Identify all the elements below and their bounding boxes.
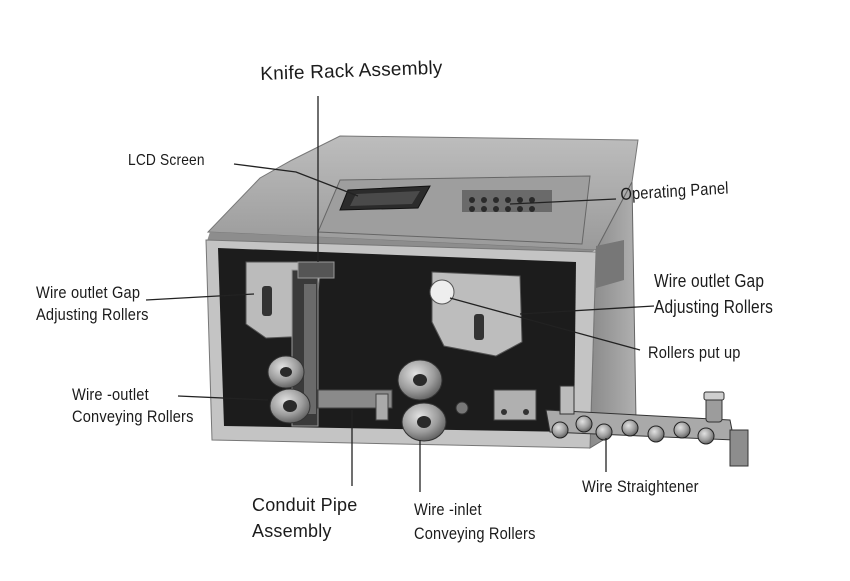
label-wire-outlet-gap-left: Wire outlet Gap Adjusting Rollers [36, 282, 149, 326]
leader-lines [145, 96, 655, 492]
leader-lcd [233, 163, 359, 197]
right-gap-plate [429, 271, 523, 357]
label-conduit-pipe-line2: Assembly [252, 521, 332, 541]
label-conduit-pipe-line1: Conduit Pipe [252, 495, 358, 515]
label-wire-inlet-conveying-line2: Conveying Rollers [414, 524, 536, 543]
label-wire-outlet-gap-left-line2: Adjusting Rollers [36, 305, 149, 324]
lcd-screen-shape [339, 185, 431, 211]
leader-outlet-conveying [177, 395, 269, 401]
label-rollers-put-up: Rollers put up [648, 343, 741, 362]
conduit-pipe-shape [317, 389, 393, 421]
label-wire-outlet-conveying-line2: Conveying Rollers [72, 407, 194, 426]
label-wire-outlet-conveying-line1: Wire -outlet [72, 385, 149, 404]
leader-outlet-gap-right [519, 305, 655, 315]
leader-rollers-put-up [449, 297, 641, 351]
wire-straightener-shape [545, 385, 749, 467]
inlet-rollers-shape [397, 359, 469, 442]
label-wire-outlet-gap-right-line1: Wire outlet Gap [654, 271, 765, 291]
inlet-bracket [493, 389, 537, 421]
leader-outlet-gap-left [145, 293, 255, 301]
label-wire-inlet-conveying: Wire -inlet Conveying Rollers [414, 498, 536, 546]
label-wire-outlet-gap-right-line2: Adjusting Rollers [654, 297, 774, 317]
outlet-rollers-shape [267, 355, 311, 424]
label-wire-inlet-conveying-line1: Wire -inlet [414, 500, 482, 519]
label-wire-straightener: Wire Straightener [582, 477, 699, 496]
label-conduit-pipe-assembly: Conduit Pipe Assembly [252, 492, 357, 544]
leader-operating-panel [509, 198, 617, 205]
label-wire-outlet-gap-left-line1: Wire outlet Gap [36, 283, 141, 302]
label-wire-outlet-conveying: Wire -outlet Conveying Rollers [72, 384, 194, 428]
label-lcd-screen: LCD Screen [128, 152, 205, 169]
label-wire-outlet-gap-right: Wire outlet Gap Adjusting Rollers [654, 268, 773, 320]
